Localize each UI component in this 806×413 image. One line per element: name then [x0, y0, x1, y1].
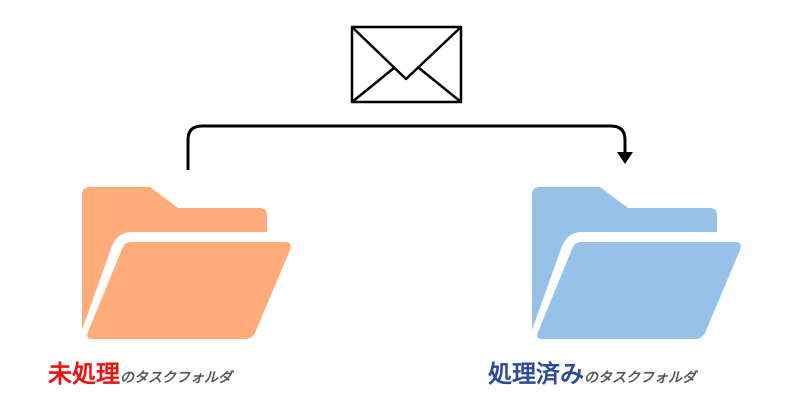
source-folder-label: 未処理のタスクフォルダ	[48, 362, 232, 386]
source-folder-name: 未処理	[48, 360, 120, 388]
folder-open-icon	[532, 187, 741, 339]
target-folder-label: 処理済みのタスクフォルダ	[488, 362, 696, 386]
envelope-icon	[350, 25, 463, 104]
folder-open-icon	[82, 187, 291, 339]
connector-line	[186, 124, 627, 170]
source-folder-suffix: のタスクフォルダ	[120, 370, 232, 386]
target-folder-name: 処理済み	[488, 360, 584, 388]
target-folder-suffix: のタスクフォルダ	[584, 370, 696, 386]
arrow-down-icon	[617, 152, 633, 164]
